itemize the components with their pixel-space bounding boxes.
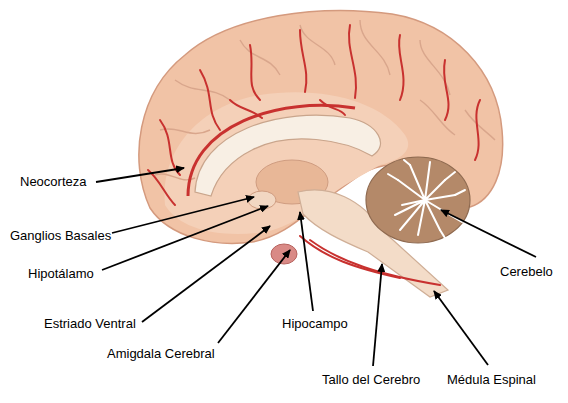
region-label: Médula Espinal <box>447 372 536 387</box>
region-label: Cerebelo <box>500 264 553 279</box>
region-label: Ganglios Basales <box>10 228 111 243</box>
region-label: Hipotálamo <box>28 266 94 281</box>
region-label: Tallo del Cerebro <box>322 372 420 387</box>
region-label: Amigdala Cerebral <box>107 346 215 361</box>
region-label: Estriado Ventral <box>44 316 136 331</box>
region-label: Neocorteza <box>20 174 86 189</box>
region-label: Hipocampo <box>282 316 348 331</box>
